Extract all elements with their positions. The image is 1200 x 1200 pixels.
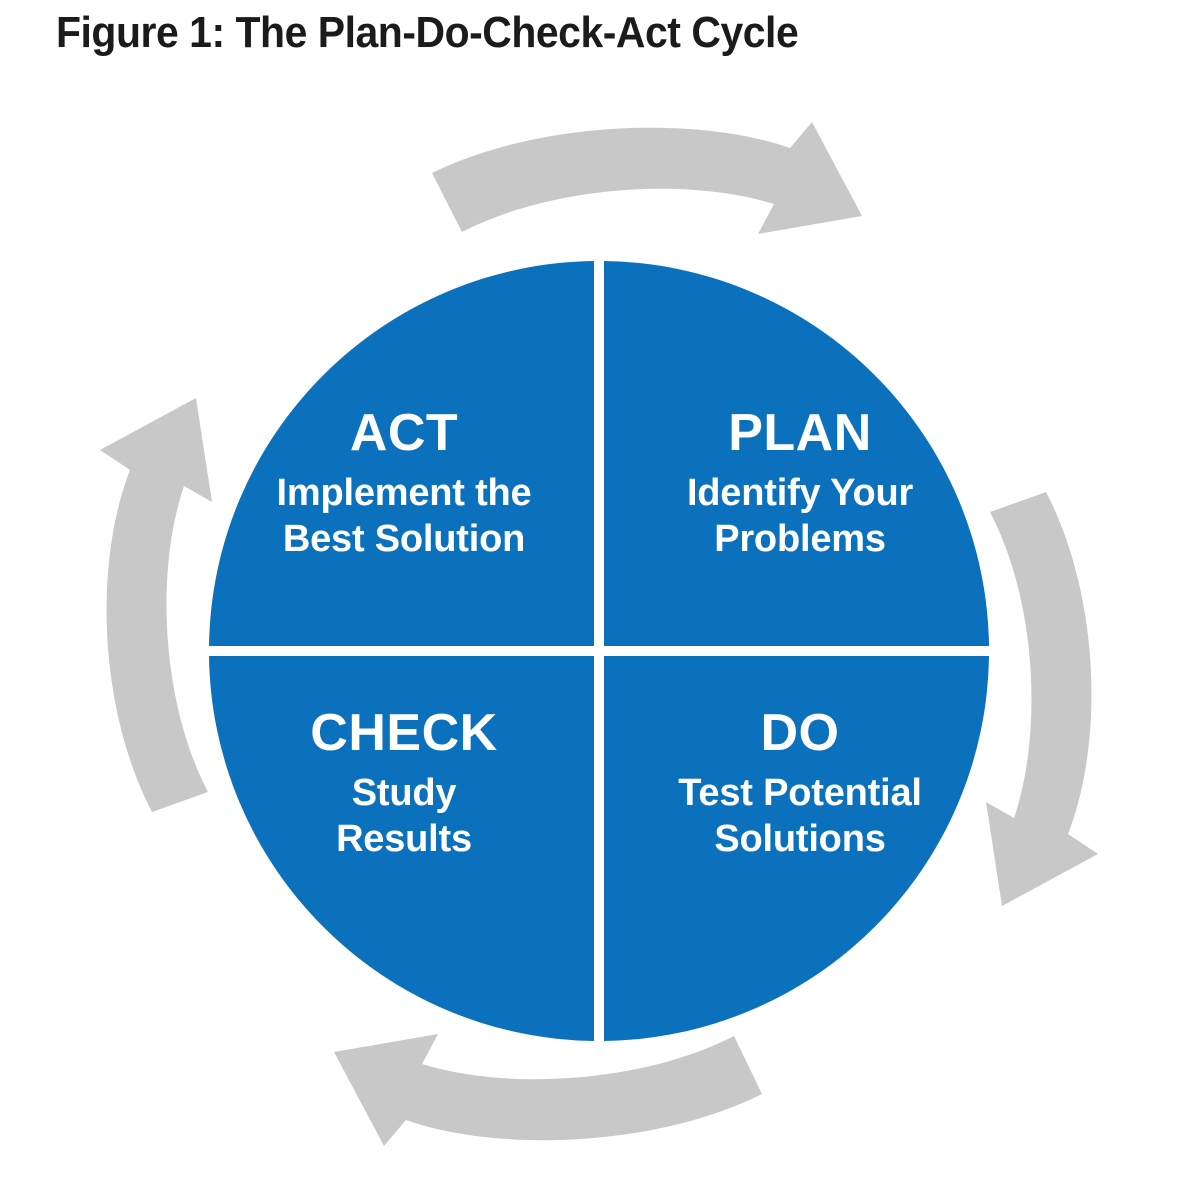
wheel-group bbox=[209, 261, 989, 1041]
quadrant-subtitle-plan-line1: Identify Your bbox=[686, 472, 914, 515]
curved-arrow-down-icon bbox=[986, 492, 1098, 906]
quadrant-title-act: ACT bbox=[349, 404, 459, 462]
quadrant-subtitle-act-line2: Best Solution bbox=[282, 518, 526, 561]
quadrant-subtitle-check: Study Results bbox=[218, 770, 590, 863]
quadrant-subtitle-act-line1: Implement the bbox=[276, 472, 532, 515]
curved-arrow-right-icon bbox=[432, 122, 862, 234]
quadrant-label-check[interactable]: CHECK Study Results bbox=[218, 706, 590, 863]
quadrant-label-act[interactable]: ACT Implement the Best Solution bbox=[218, 406, 590, 563]
figure-title: Figure 1: The Plan-Do-Check-Act Cycle bbox=[56, 8, 799, 57]
quadrant-title-check: CHECK bbox=[310, 704, 498, 762]
quadrant-check-wedge[interactable] bbox=[209, 656, 594, 1041]
curved-arrow-up-icon bbox=[100, 398, 212, 812]
quadrant-act-wedge[interactable] bbox=[209, 261, 594, 646]
quadrant-title-do: DO bbox=[760, 704, 840, 762]
quadrant-title-plan: PLAN bbox=[728, 404, 872, 462]
quadrant-subtitle-plan-line2: Problems bbox=[714, 518, 886, 561]
quadrant-label-plan[interactable]: PLAN Identify Your Problems bbox=[614, 406, 986, 563]
quadrant-subtitle-check-line2: Results bbox=[336, 818, 472, 861]
curved-arrow-left-icon bbox=[334, 1034, 762, 1146]
quadrant-subtitle-do-line1: Test Potential bbox=[678, 772, 922, 815]
quadrant-do-wedge[interactable] bbox=[604, 656, 989, 1041]
quadrant-subtitle-do: Test Potential Solutions bbox=[614, 770, 986, 863]
quadrant-subtitle-plan: Identify Your Problems bbox=[614, 470, 986, 563]
quadrant-plan-wedge[interactable] bbox=[604, 261, 989, 646]
quadrant-subtitle-act: Implement the Best Solution bbox=[218, 470, 590, 563]
quadrant-label-do[interactable]: DO Test Potential Solutions bbox=[614, 706, 986, 863]
quadrant-subtitle-check-line1: Study bbox=[351, 772, 457, 815]
quadrant-subtitle-do-line2: Solutions bbox=[714, 818, 886, 861]
